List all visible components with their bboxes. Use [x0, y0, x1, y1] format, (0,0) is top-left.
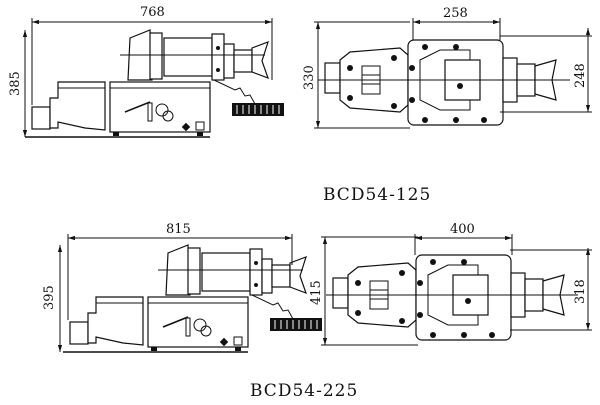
- width-dimension: 258: [443, 6, 468, 21]
- length-dimension: 768: [140, 5, 165, 20]
- length-dimension: 815: [166, 222, 191, 237]
- side-view-bcd54-125: 768 385: [8, 5, 285, 138]
- mount-spacing-dimension: 318: [573, 279, 588, 304]
- model-title: BCD54-225: [250, 381, 358, 401]
- side-view-bcd54-225: 815 395: [42, 222, 323, 353]
- height-dimension: 395: [42, 285, 57, 310]
- plan-view-bcd54-125: 258 330 248: [302, 6, 592, 129]
- plan-view-bcd54-225: 400 415 318: [309, 222, 592, 346]
- width-dimension: 400: [450, 222, 475, 237]
- mount-spacing-dimension: 248: [573, 63, 588, 88]
- model-title: BCD54-125: [323, 185, 431, 205]
- depth-dimension: 330: [302, 65, 317, 90]
- depth-dimension: 415: [309, 280, 324, 305]
- height-dimension: 385: [8, 71, 23, 96]
